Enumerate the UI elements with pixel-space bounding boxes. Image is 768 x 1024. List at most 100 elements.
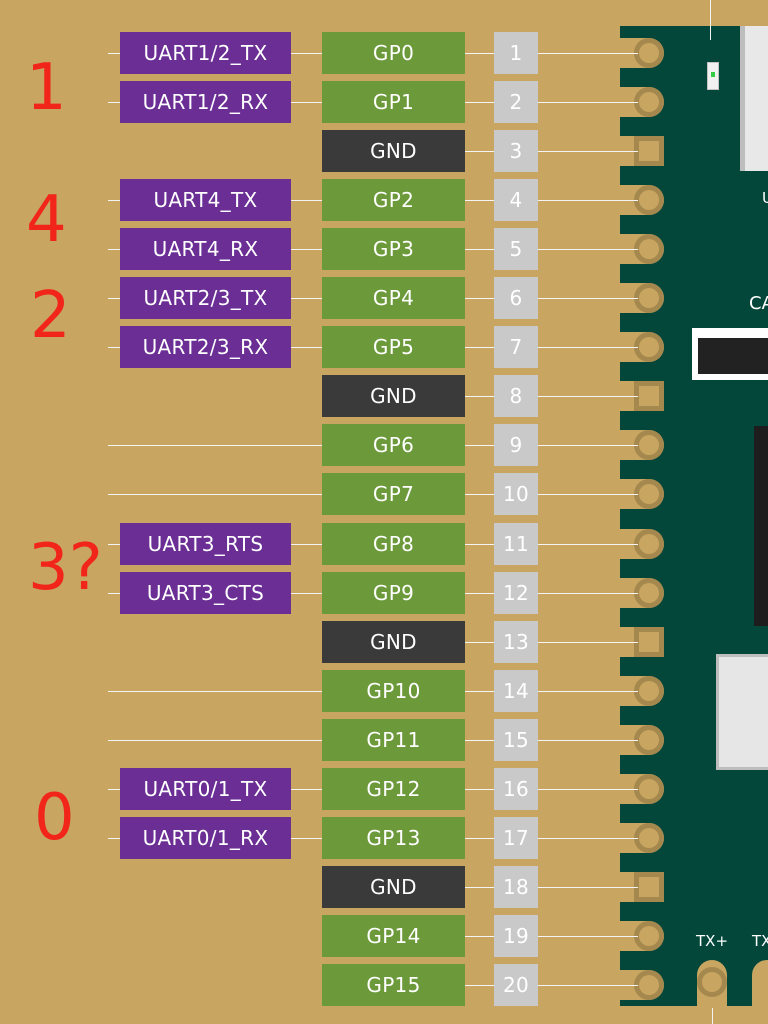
uart-label: UART4_TX [120, 179, 291, 221]
gpio-label: GP8 [322, 523, 465, 565]
pin-number: 12 [494, 572, 538, 614]
tx-pad-cut [752, 960, 768, 1008]
gnd-pad-hole [639, 632, 659, 652]
pin-wire [465, 298, 494, 299]
pin-pad-hole [639, 435, 659, 455]
pin-number: 14 [494, 670, 538, 712]
gpio-label: GP13 [322, 817, 465, 859]
pin-pad-hole [639, 975, 659, 995]
gnd-pad-hole [639, 386, 659, 406]
gpio-label: GP1 [322, 81, 465, 123]
usb-label-cut: U [762, 189, 768, 207]
pin-number: 10 [494, 473, 538, 515]
label-wire [108, 298, 120, 299]
pin-wire [538, 887, 638, 888]
tx-plus-label: TX+ [696, 932, 729, 950]
label-wire [291, 789, 322, 790]
pin-wire [465, 445, 494, 446]
gpio-label: GP11 [322, 719, 465, 761]
pin-pad-hole [639, 337, 659, 357]
label-wire [108, 740, 322, 741]
uart-label: UART2/3_TX [120, 277, 291, 319]
pin-wire [538, 200, 638, 201]
label-wire [108, 494, 322, 495]
pin-number: 18 [494, 866, 538, 908]
pin-pad-hole [639, 92, 659, 112]
label-wire [108, 445, 322, 446]
uart-label: UART2/3_RX [120, 326, 291, 368]
pin-wire [465, 347, 494, 348]
pin-pad-hole [639, 779, 659, 799]
pin-wire [538, 151, 638, 152]
label-wire [108, 544, 120, 545]
pin-wire [465, 740, 494, 741]
pin-number: 16 [494, 768, 538, 810]
pin-number: 9 [494, 424, 538, 466]
pin-number: 17 [494, 817, 538, 859]
pin-number: 7 [494, 326, 538, 368]
label-wire [291, 347, 322, 348]
pin-wire [465, 396, 494, 397]
gpio-label: GP14 [322, 915, 465, 957]
gpio-label: GP15 [322, 964, 465, 1006]
gpio-label: GP10 [322, 670, 465, 712]
pin-pad-hole [639, 828, 659, 848]
uart2-group-annotation: 2 [30, 279, 71, 353]
pin-wire [538, 494, 638, 495]
uart3-group-annotation: 3? [28, 531, 103, 605]
pin-wire [465, 789, 494, 790]
pin-wire [538, 298, 638, 299]
gpio-label: GP3 [322, 228, 465, 270]
pin-wire [465, 838, 494, 839]
pin-pad-hole [639, 288, 659, 308]
label-wire [291, 838, 322, 839]
pin-wire [465, 593, 494, 594]
pin-number: 13 [494, 621, 538, 663]
pin-number: 2 [494, 81, 538, 123]
gpio-label: GP2 [322, 179, 465, 221]
uart4-group-annotation: 4 [26, 183, 67, 257]
label-wire [108, 347, 120, 348]
pin-wire [465, 53, 494, 54]
uart-label: UART1/2_TX [120, 32, 291, 74]
gpio-label: GP6 [322, 424, 465, 466]
led-wire [710, 0, 711, 40]
chip [754, 426, 768, 626]
label-wire [108, 593, 120, 594]
pin-wire [538, 593, 638, 594]
gnd-pad-hole [639, 141, 659, 161]
pin-pad-hole [639, 583, 659, 603]
pin-wire [538, 936, 638, 937]
uart-label: UART4_RX [120, 228, 291, 270]
usb-connector [740, 26, 768, 171]
pin-number: 20 [494, 964, 538, 1006]
label-wire [291, 544, 322, 545]
uart-label: UART3_CTS [120, 572, 291, 614]
pin-wire [465, 691, 494, 692]
label-wire [291, 53, 322, 54]
pin-wire [538, 740, 638, 741]
gpio-label: GP9 [322, 572, 465, 614]
pin-wire [538, 789, 638, 790]
pin-pad-hole [639, 730, 659, 750]
pin-pad-hole [639, 534, 659, 554]
pin-pad-hole [639, 190, 659, 210]
pin-wire [465, 985, 494, 986]
label-wire [291, 298, 322, 299]
pin-number: 11 [494, 523, 538, 565]
pin-wire [465, 936, 494, 937]
pin-wire [465, 642, 494, 643]
pin-number: 1 [494, 32, 538, 74]
pin-number: 3 [494, 130, 538, 172]
pin-wire [538, 396, 638, 397]
pin-pad-hole [639, 681, 659, 701]
tx-plus-pad [697, 960, 727, 1008]
label-wire [108, 53, 120, 54]
gnd-label: GND [322, 375, 465, 417]
sd-connector [716, 654, 768, 770]
gpio-label: GP12 [322, 768, 465, 810]
label-wire [291, 200, 322, 201]
pin-wire [465, 544, 494, 545]
pin-wire [538, 985, 638, 986]
label-wire [108, 691, 322, 692]
